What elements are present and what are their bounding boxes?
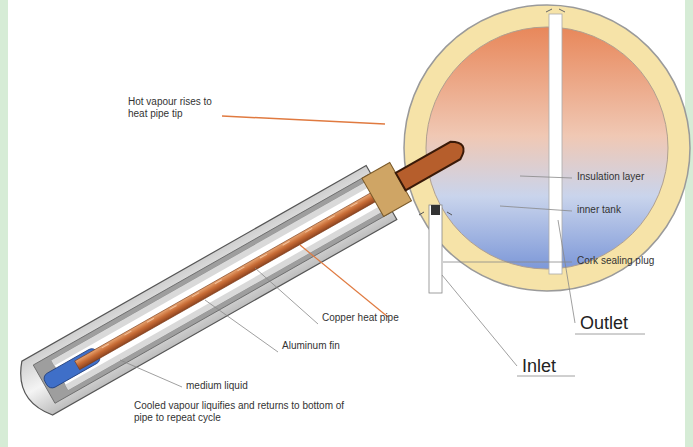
callout-label: inner tank <box>577 204 677 216</box>
callout-label: Insulation layer <box>577 171 677 183</box>
port-label: Inlet <box>522 356 602 376</box>
callout-label: Aluminum fin <box>282 340 392 352</box>
callout-label: Hot vapour rises to heat pipe tip <box>128 96 224 120</box>
callout-label: medium liquid <box>186 380 296 392</box>
note-label: Cooled vapour liquifies and returns to b… <box>134 400 364 424</box>
callout-label: Copper heat pipe <box>322 312 442 324</box>
callout-label: Cork sealing plug <box>577 255 677 267</box>
port-label: Outlet <box>580 313 660 333</box>
